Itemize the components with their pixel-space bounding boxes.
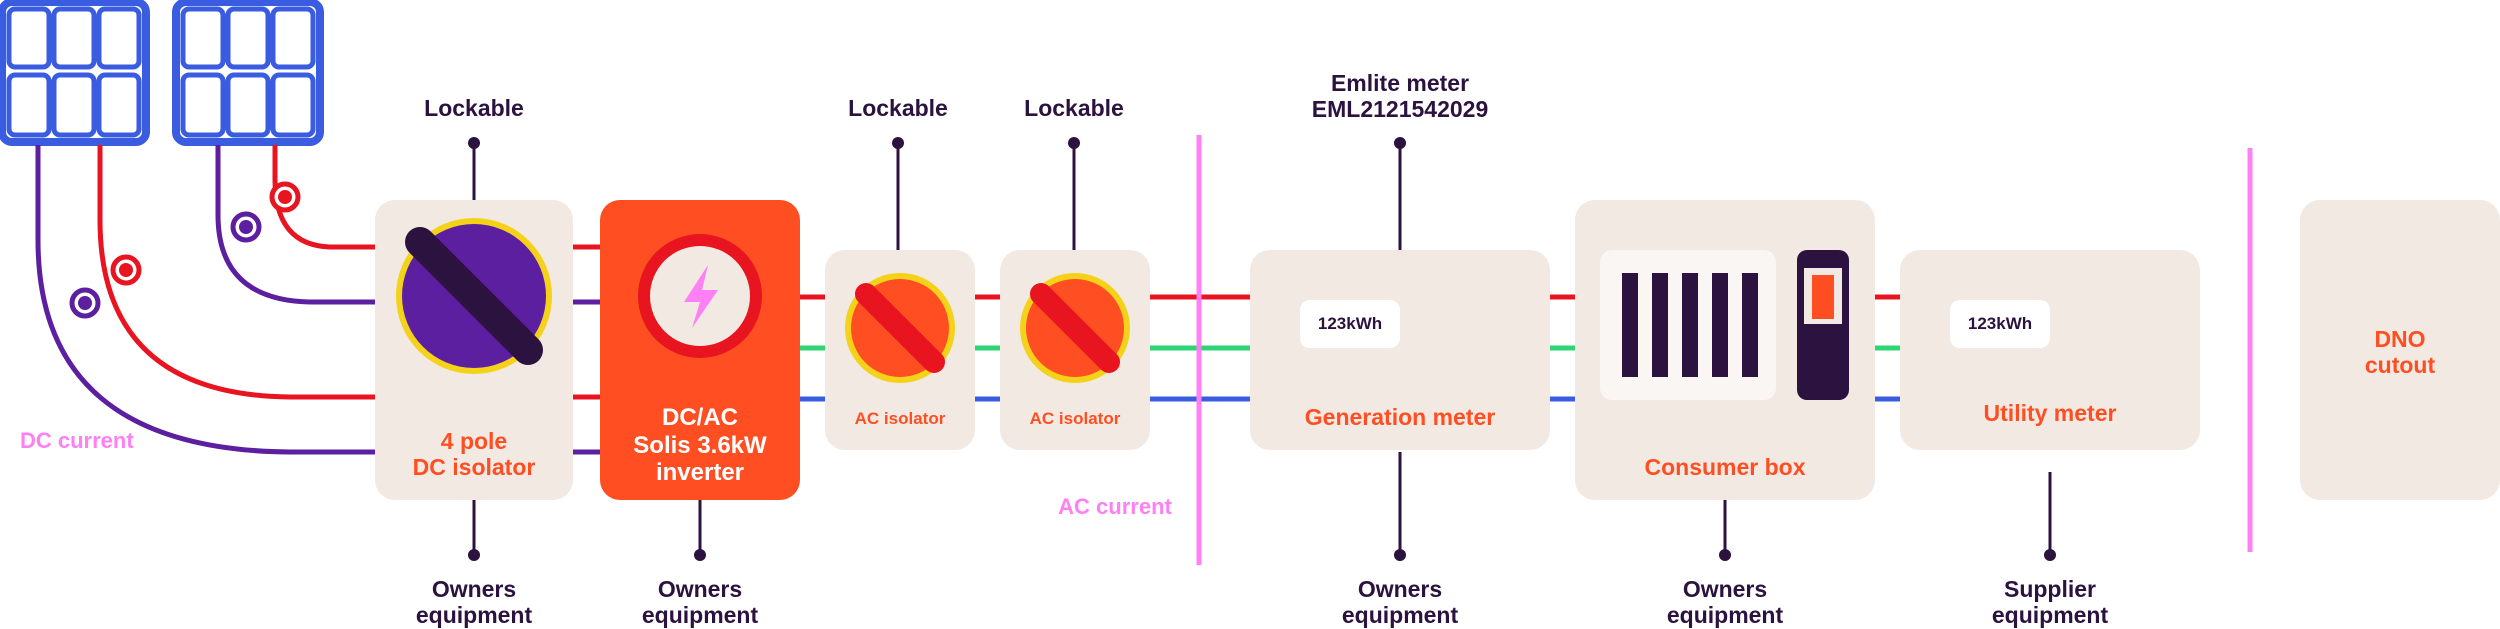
supplier-equipment-line2: equipment [1991, 602, 2109, 629]
ac-isolator1-label: AC isolator [854, 409, 946, 428]
dno-cutout-label: DNO cutout [2300, 326, 2500, 379]
owners-equipment-3-line2: equipment [1341, 602, 1459, 629]
dc-isolator-line2: DC isolator [412, 454, 536, 481]
dc-link-cables [570, 244, 605, 455]
generation-meter-display: 123kWh [1300, 300, 1400, 348]
owners-equipment-label-1: Owners equipment [384, 576, 564, 629]
solar-panel-right [172, 0, 324, 146]
emlite-meter-label: Emlite meter EML2121542029 [1250, 70, 1550, 123]
dc-isolator-lockable-label: Lockable [424, 95, 524, 121]
leader-dots [468, 137, 2056, 561]
inverter-line2: Solis 3.6kW [633, 431, 767, 459]
ac-isolator2-label: AC isolator [1029, 409, 1121, 428]
dc-current-label: DC current [20, 428, 134, 453]
dc-cables [35, 145, 380, 455]
ac-isolator-knob-icon-1 [845, 273, 955, 383]
consumer-box-label: Consumer box [1644, 454, 1806, 480]
emlite-meter-serial: EML2121542029 [1311, 96, 1489, 123]
dc-isolator-line1: 4 pole [440, 428, 508, 454]
cable-connectors [69, 181, 301, 319]
owners-equipment-4-line2: equipment [1666, 602, 1784, 629]
owners-equipment-label-4: Owners equipment [1635, 576, 1815, 629]
supplier-equipment-line1: Supplier [2003, 576, 2096, 602]
dno-cutout-line2: cutout [2364, 352, 2436, 379]
supplier-equipment-label: Supplier equipment [1960, 576, 2140, 629]
generation-meter-label: Generation meter [1304, 404, 1496, 430]
owners-equipment-1-line1: Owners [431, 576, 517, 602]
inverter-line3: inverter [655, 459, 745, 487]
owners-equipment-label-2: Owners equipment [610, 576, 790, 629]
leader-lines [472, 143, 2052, 555]
emlite-meter-name: Emlite meter [1330, 70, 1470, 96]
inverter-label: DC/AC Solis 3.6kW inverter [600, 404, 800, 487]
main-switch-icon [1797, 250, 1849, 400]
owners-equipment-label-3: Owners equipment [1310, 576, 1490, 629]
owners-equipment-1-line2: equipment [415, 602, 533, 629]
owners-equipment-3-line1: Owners [1357, 576, 1443, 602]
owners-equipment-2-line1: Owners [657, 576, 743, 602]
dno-cutout-box [2300, 200, 2500, 500]
owners-equipment-4-line1: Owners [1682, 576, 1768, 602]
inverter-line1: DC/AC [662, 404, 738, 431]
dc-isolator-knob-icon [396, 218, 552, 374]
ac-isolator-knob-icon-2 [1020, 273, 1130, 383]
breaker-panel-icon [1600, 250, 1776, 400]
owners-equipment-2-line2: equipment [641, 602, 759, 629]
utility-meter-label: Utility meter [1983, 400, 2117, 426]
dc-isolator-label: 4 pole DC isolator [375, 428, 573, 481]
solar-panel-left [0, 0, 150, 146]
ac-isolator1-lockable-label: Lockable [848, 95, 948, 121]
utility-meter-display: 123kWh [1950, 300, 2050, 348]
ac-isolator2-lockable-label: Lockable [1024, 95, 1124, 121]
dno-cutout-line1: DNO [2374, 326, 2426, 352]
ac-current-label: AC current [1058, 494, 1172, 519]
inverter-lightning-icon [638, 234, 762, 358]
